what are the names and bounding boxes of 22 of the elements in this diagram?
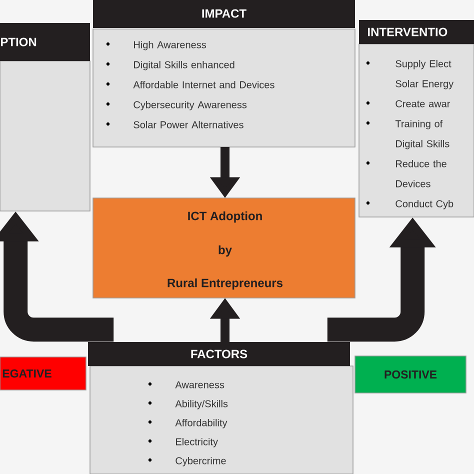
list-item: Conduct Cyb <box>366 200 454 210</box>
list-item: Solar Power Alternatives <box>106 120 244 128</box>
list-item: Supply Elect Solar Energy <box>366 60 454 90</box>
list-item: Cybersecurity Awareness <box>106 100 247 110</box>
list-item: Reduce the Devices <box>366 160 446 188</box>
list-item: Digital Skills enhanced <box>106 60 234 70</box>
header-bar: FACTORS <box>88 342 350 366</box>
tag-box: EGATIVE <box>0 356 86 390</box>
tag-box: POSITIVE <box>354 356 466 394</box>
list-item: Affordability <box>148 418 228 428</box>
list-item: Training of Digital Skills <box>366 120 450 150</box>
list-item: High Awareness <box>106 40 206 50</box>
header-bar: IMPACT <box>93 0 355 28</box>
list-item: Awareness <box>148 381 224 388</box>
list-item: Cybercrime <box>148 456 226 466</box>
process-box: ICT Adoption by Rural Entrepreneurs <box>92 198 356 298</box>
header-bar: PTION <box>0 23 90 61</box>
list-item: Ability/Skills <box>148 400 228 410</box>
header-bar: INTERVENTIO <box>359 20 474 44</box>
list-item: Create awar <box>366 100 450 108</box>
list-item: Electricity <box>148 438 218 448</box>
list-item: Affordable Internet and Devices <box>106 80 274 88</box>
